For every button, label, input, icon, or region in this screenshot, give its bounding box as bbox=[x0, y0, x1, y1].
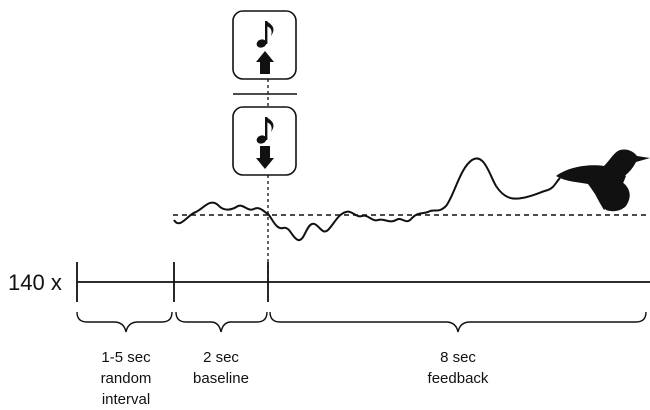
repeat-count-label: 140 x bbox=[8, 270, 62, 295]
baseline-label-line-2: baseline bbox=[193, 370, 249, 387]
interval-label: 1-5 sec random interval bbox=[101, 349, 152, 408]
interval-label-line-1: 1-5 sec bbox=[101, 349, 151, 366]
feedback-label-line-1: 8 sec bbox=[440, 349, 476, 366]
pitch-down-cue bbox=[232, 106, 297, 176]
feedback-signal-trace bbox=[173, 157, 561, 242]
duck-icon bbox=[556, 149, 650, 212]
feedback-label-line-2: feedback bbox=[428, 370, 489, 387]
music-note-icon bbox=[256, 117, 274, 144]
baseline-brace bbox=[175, 311, 268, 333]
up-arrow-icon bbox=[256, 51, 274, 74]
baseline-label-line-1: 2 sec bbox=[203, 349, 239, 366]
interval-brace bbox=[76, 311, 173, 333]
baseline-label: 2 sec baseline bbox=[193, 349, 249, 387]
down-arrow-icon bbox=[256, 146, 274, 169]
music-note-icon bbox=[256, 21, 274, 48]
interval-label-line-3: interval bbox=[102, 391, 150, 408]
feedback-brace bbox=[269, 311, 647, 333]
pitch-up-cue bbox=[232, 10, 297, 80]
feedback-label: 8 sec feedback bbox=[428, 349, 489, 387]
interval-label-line-2: random bbox=[101, 370, 152, 387]
